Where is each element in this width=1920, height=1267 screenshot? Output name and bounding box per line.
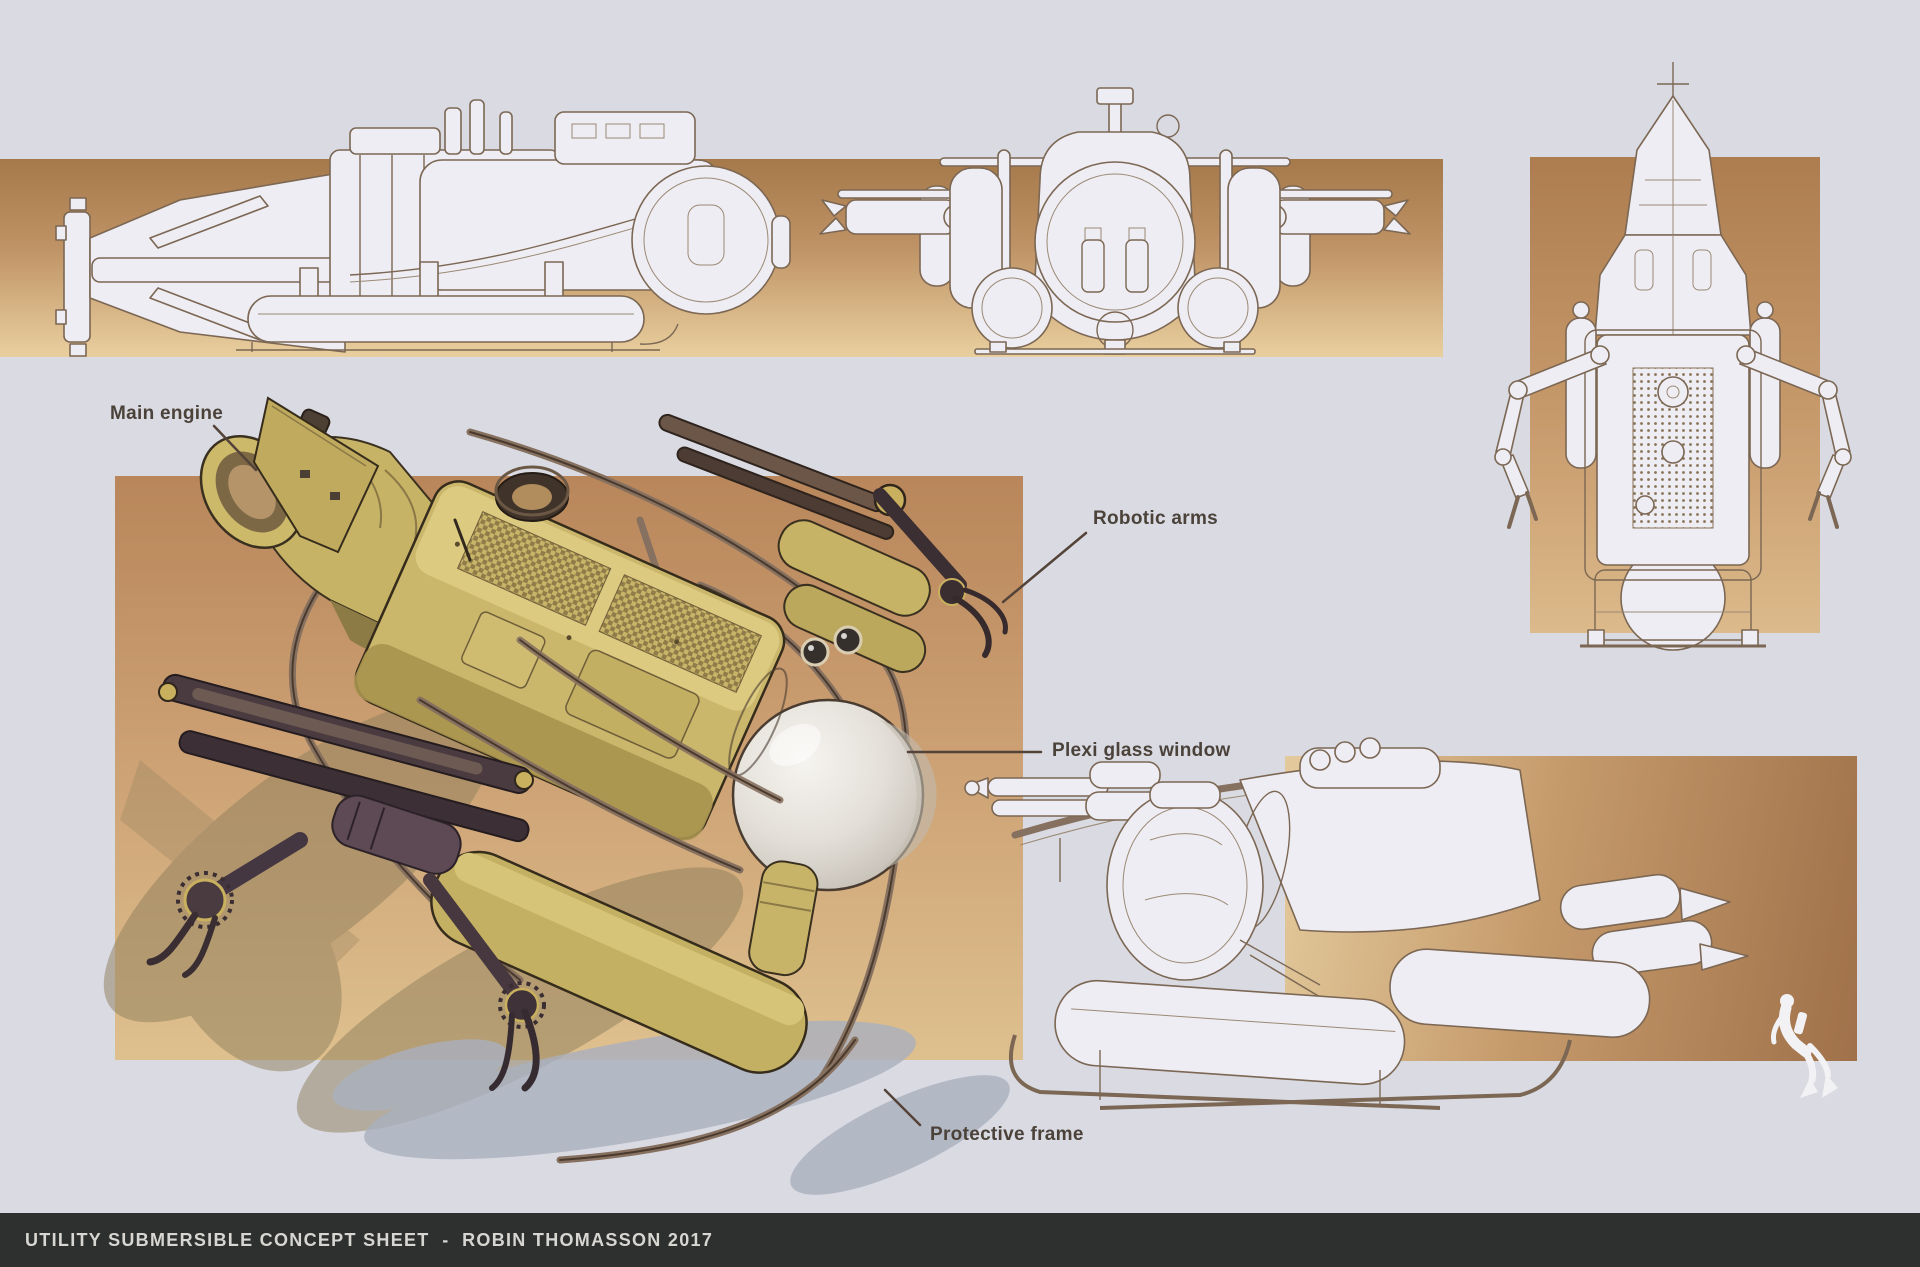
label-robotic-arms: Robotic arms bbox=[1093, 508, 1219, 529]
label-protective-frame: Protective frame bbox=[930, 1124, 1084, 1145]
panel-main-render bbox=[115, 476, 1023, 1060]
main-engine-leader-line bbox=[212, 424, 258, 472]
panel-top-view bbox=[1530, 157, 1820, 633]
panel-top-band bbox=[0, 159, 1443, 357]
protective-frame-leader-line bbox=[883, 1088, 922, 1127]
panel-perspective-view bbox=[1285, 756, 1857, 1061]
footer-credit: UTILITY SUBMERSIBLE CONCEPT SHEET - ROBI… bbox=[25, 1229, 714, 1250]
label-main-engine: Main engine bbox=[110, 403, 224, 424]
label-plexi-glass-window: Plexi glass window bbox=[1052, 740, 1231, 761]
footer-bar: UTILITY SUBMERSIBLE CONCEPT SHEET - ROBI… bbox=[0, 1213, 1920, 1267]
